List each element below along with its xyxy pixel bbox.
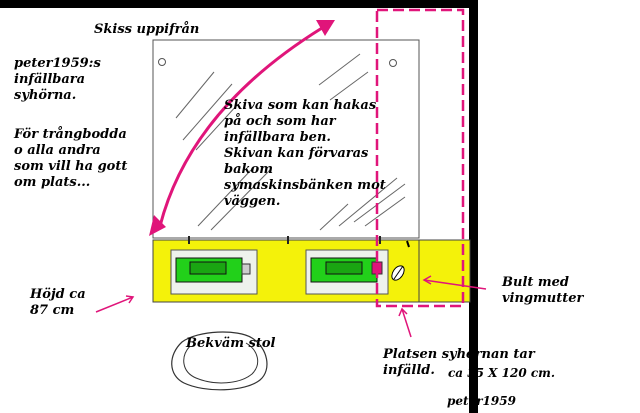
height-arrow	[95, 296, 134, 313]
height-label: Höjd ca 87 cm	[30, 287, 86, 318]
space-size-label: ca 35 X 120 cm.	[448, 366, 556, 380]
space-label: Platsen syhörnan tar infälld.	[383, 347, 535, 378]
bench-hooks	[188, 236, 381, 244]
sewing-corner-space-outline	[375, 8, 465, 308]
top-wall	[0, 0, 478, 8]
arrow-head-bottom-icon	[149, 215, 166, 236]
chair-label: Bekväm stol	[186, 336, 276, 351]
sketch-title: Skiss uppifrån	[94, 22, 200, 37]
target-audience-text: För trångbodda o alla andra som vill ha …	[14, 127, 128, 190]
board-hole-right	[389, 59, 397, 67]
bolt-arrow	[423, 279, 487, 290]
board-hole-left	[158, 58, 166, 66]
board-description: Skiva som kan hakas på och som har infäl…	[224, 98, 386, 209]
space-arrow	[401, 308, 412, 338]
signature: peter1959	[447, 394, 516, 408]
board-move-arrow	[158, 26, 323, 227]
intro-text: peter1959:s infällbara syhörna.	[14, 56, 101, 103]
board-glare-lines	[175, 53, 406, 231]
chair-outline	[171, 331, 268, 391]
arrow-head-top-icon	[316, 20, 335, 36]
bolt-label: Bult med vingmutter	[502, 275, 584, 306]
right-wall	[469, 0, 478, 413]
hook-on-board	[152, 39, 420, 239]
